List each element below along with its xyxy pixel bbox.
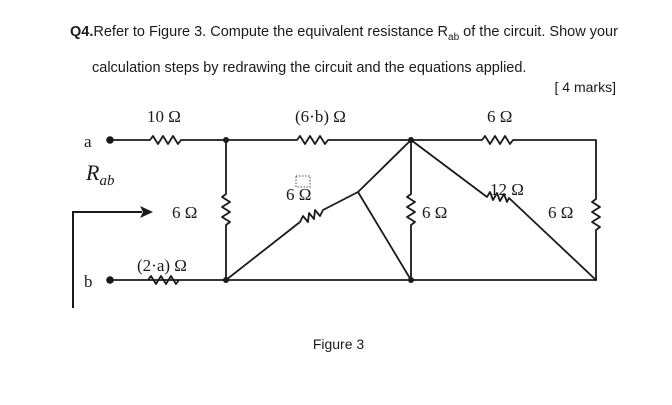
rab-label-main: R xyxy=(85,160,100,185)
dotted-marker xyxy=(295,175,311,188)
rab-arrow-head xyxy=(140,206,153,218)
wire-middle-vertical xyxy=(406,139,416,281)
rab-bracket xyxy=(72,211,142,308)
wire-left-vertical xyxy=(221,139,231,281)
resistor-bottom-left-label: (2·a) Ω xyxy=(137,256,187,275)
question-text: Q4.Refer to Figure 3. Compute the equiva… xyxy=(70,17,645,84)
junction-bottom-middle xyxy=(408,277,414,283)
rab-label-sub: ab xyxy=(99,173,115,189)
resistor-top-right-label: 6 Ω xyxy=(487,107,512,126)
resistor-diagonal-left-label: 6 Ω xyxy=(286,185,311,204)
junction-bottom-left xyxy=(223,277,229,283)
node-b xyxy=(106,276,114,284)
question-text-subscript: ab xyxy=(448,31,460,43)
resistor-middle-vertical-label: 6 Ω xyxy=(422,203,447,222)
node-a xyxy=(106,136,114,144)
marks-label: [ 4 marks] xyxy=(554,79,616,95)
resistor-diagonal-right-label: 12 Ω xyxy=(490,180,524,199)
wire-diagonal-right-a xyxy=(357,191,412,281)
wire-top xyxy=(109,135,601,285)
terminal-b-label: b xyxy=(84,272,93,291)
resistor-top-left-label: 10 Ω xyxy=(147,107,181,126)
junction-top-middle xyxy=(408,137,414,143)
question-text-post: of the circuit. Show your calculation st… xyxy=(92,24,618,76)
rab-label: Rab xyxy=(85,160,115,189)
resistor-left-vertical-label: 6 Ω xyxy=(172,203,197,222)
resistor-right-vertical-label: 6 Ω xyxy=(548,203,573,222)
resistor-top-middle-label: (6·b) Ω xyxy=(295,107,346,126)
terminal-a-label: a xyxy=(84,132,92,151)
question-number: Q4. xyxy=(70,24,94,40)
junction-top-left xyxy=(223,137,229,143)
question-text-pre: Refer to Figure 3. Compute the equivalen… xyxy=(93,24,449,40)
wire-diagonal-right-b xyxy=(410,139,597,281)
figure-caption: Figure 3 xyxy=(312,336,365,352)
wire-diagonal-left xyxy=(225,139,412,281)
